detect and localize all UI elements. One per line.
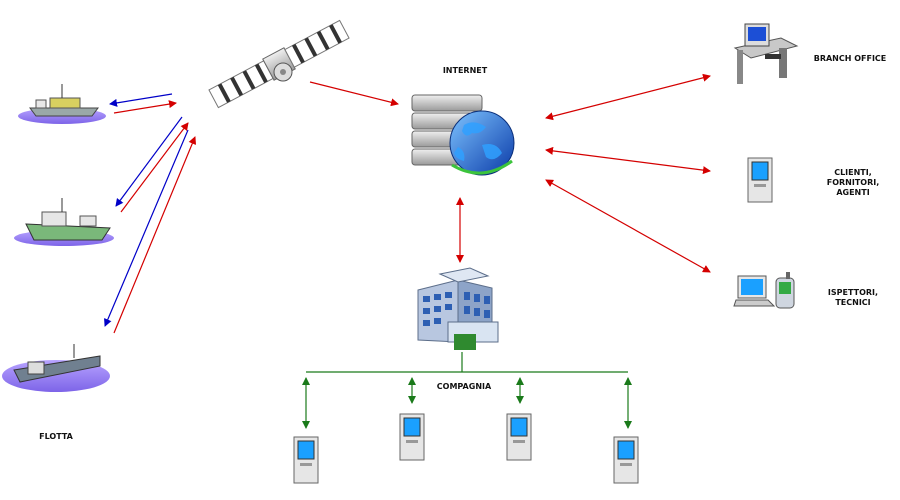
ship-icon <box>18 84 106 124</box>
link-ship2-to-sat <box>120 122 189 213</box>
link-ship1-to-sat <box>113 100 177 114</box>
label-internet: INTERNET <box>442 66 488 75</box>
link-internet-inspectors <box>545 179 711 273</box>
ship-icon <box>14 198 114 246</box>
computer-terminal-icon <box>506 413 532 461</box>
link-internet-branch <box>545 73 711 121</box>
link-sat-to-internet <box>309 81 399 107</box>
label-company: COMPAGNIA <box>436 382 492 391</box>
internet-server-globe-icon <box>411 94 515 176</box>
computer-terminal-icon <box>399 413 425 461</box>
company-building-icon <box>417 267 499 350</box>
label-fleet: FLOTTA <box>39 432 73 441</box>
link-sat-to-ship1 <box>109 93 173 107</box>
link-sat-to-ship3 <box>104 129 189 327</box>
laptop-icon <box>733 275 776 307</box>
label-clients: CLIENTI, FORNITORI, AGENTI <box>826 168 880 197</box>
branch-office-workstation-icon <box>733 23 799 84</box>
satellite-icon <box>208 19 350 109</box>
ship-icon <box>2 344 110 392</box>
computer-terminal-icon <box>747 157 773 203</box>
link-sat-to-ship2 <box>115 116 183 207</box>
satellite-ship-links <box>104 93 197 334</box>
label-inspectors: ISPETTORI, TECNICI <box>827 288 879 307</box>
link-ship3-to-sat <box>113 136 197 334</box>
label-branch-office: BRANCH OFFICE <box>813 54 887 63</box>
company-lan <box>302 352 632 429</box>
computer-terminal-icon <box>613 436 639 484</box>
link-internet-clients <box>545 146 711 175</box>
computer-terminal-icon <box>293 436 319 484</box>
pda-icon <box>775 272 795 309</box>
